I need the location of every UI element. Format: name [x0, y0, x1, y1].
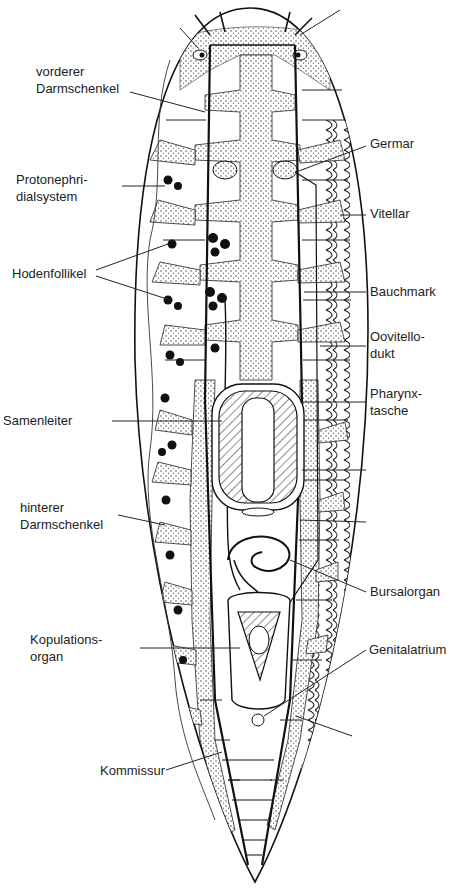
- part-label: Samenleiter: [3, 413, 72, 430]
- part-label: Vitellar: [370, 206, 410, 223]
- part-label: Pharynx- tasche: [370, 386, 440, 420]
- part-label: Germar: [370, 136, 414, 153]
- part-label: Protonephri- dialsystem: [16, 172, 100, 206]
- part-label: Oovitello- dukt: [370, 329, 446, 363]
- part-label: hinterer Darmschenkel: [20, 500, 116, 534]
- part-label: Kommissur: [100, 763, 165, 780]
- part-label: Bursalorgan: [370, 584, 440, 601]
- part-label: vorderer Darmschenkel: [36, 64, 132, 98]
- part-label: Kopulations- organ: [30, 632, 122, 666]
- part-label: Genitalatrium: [369, 642, 446, 659]
- part-label: Hodenfollikel: [12, 266, 86, 283]
- part-label: Bauchmark: [370, 284, 436, 301]
